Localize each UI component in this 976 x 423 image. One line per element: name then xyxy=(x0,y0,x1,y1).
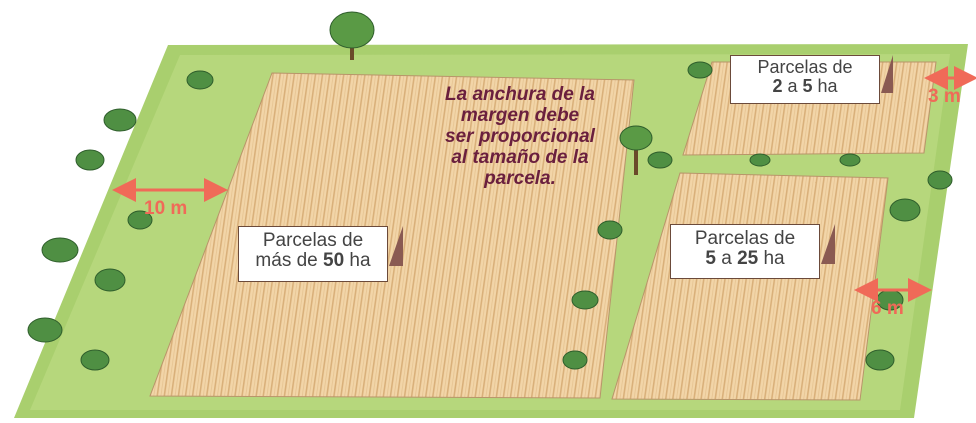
sign-small-line1: Parcelas de xyxy=(757,57,853,77)
sign-small-plot: Parcelas de 2 a 5 ha xyxy=(730,55,880,104)
sign-medium-line2: 5 a 25 ha xyxy=(705,247,785,269)
caption-line: La anchura de la xyxy=(445,84,595,105)
margin-label-medium: 6 m xyxy=(871,298,904,319)
caption-line: margen debe xyxy=(460,105,580,126)
margin-label-large: 10 m xyxy=(144,198,188,219)
sign-medium-line1: Parcelas de xyxy=(694,228,796,249)
sign-large-flag xyxy=(389,226,403,266)
sign-small-line2: 2 a 5 ha xyxy=(772,75,838,96)
sign-small-flag xyxy=(881,55,893,93)
sign-medium-plot: Parcelas de 5 a 25 ha xyxy=(670,224,820,279)
sign-large-plot: Parcelas de más de 50 ha xyxy=(238,226,388,282)
caption-line: parcela. xyxy=(484,168,556,189)
margin-label-small: 3 m xyxy=(928,86,961,107)
caption-line: al tamaño de la xyxy=(451,147,589,168)
caption-line: ser proporcional xyxy=(445,126,595,147)
sign-large-line1: Parcelas de xyxy=(262,230,364,251)
caption: La anchura de la margen debe ser proporc… xyxy=(405,84,635,189)
tree xyxy=(619,125,653,175)
tree xyxy=(329,11,375,60)
sign-medium-flag xyxy=(821,224,835,264)
sign-large-line2: más de 50 ha xyxy=(255,249,371,271)
